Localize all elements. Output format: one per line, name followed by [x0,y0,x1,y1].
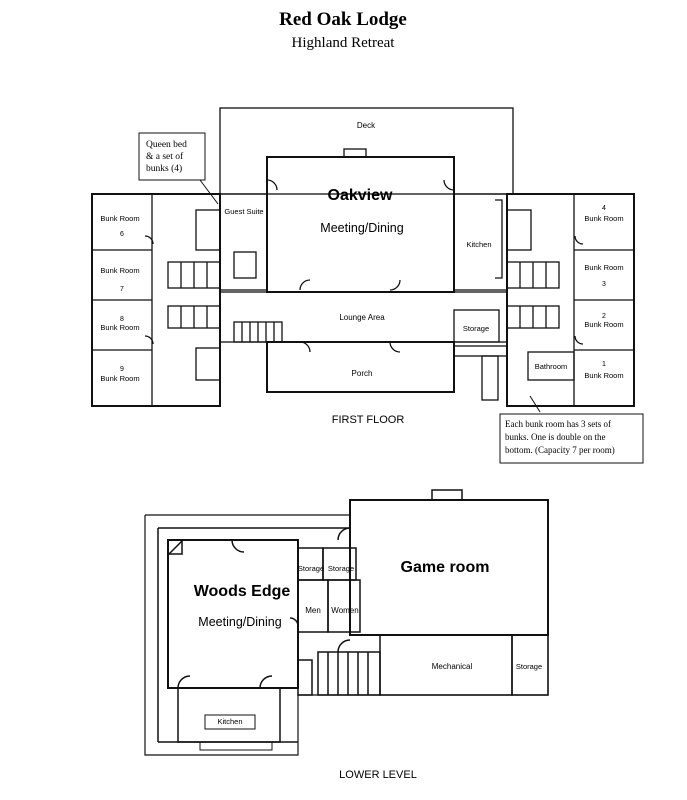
lower-storage-b-label: Storage [328,564,354,573]
game-room-label: Game room [401,559,490,576]
bunk-room-7-number: 7 [120,286,124,293]
bathroom-outline [527,351,575,381]
bunk-room-6-label: Bunk Room [100,214,139,223]
lower-storage-c-outline [511,634,549,696]
lower-kitchen-label: Kitchen [217,717,242,726]
bunk-room-6-number: 6 [120,231,124,238]
callout-line: bunks. One is double on the [505,432,606,442]
lower-fireplace [431,489,463,501]
page-subtitle: Highland Retreat [292,35,396,51]
porch-label: Porch [352,369,373,378]
lower-level-plan [144,489,549,756]
queen-bed-callout-box [138,132,206,181]
oakview-name: Oakview [328,187,393,204]
men-label: Men [305,606,321,615]
deck-label: Deck [357,121,376,130]
bunk-room-9-number: 9 [120,366,124,373]
women-restroom-outline [327,579,361,633]
callout-line: Queen bed [146,140,187,150]
bunk-room-4-label: Bunk Room [584,214,623,223]
fireplace [343,148,367,158]
callout-line: bunks (4) [146,163,182,174]
bathroom-label: Bathroom [535,362,568,371]
first-floor-plan [91,107,635,413]
bunk-room-7-label: Bunk Room [100,266,139,275]
lower-storage-c-label: Storage [516,662,542,671]
first-floor-storage-outline [453,309,500,343]
woods-edge-name: Woods Edge [194,583,291,600]
women-label: Women [331,606,358,615]
bunk-room-1-number: 1 [602,361,606,368]
deck-outline [219,107,514,195]
bunk-room-2-label: Bunk Room [584,320,623,329]
lower-level-label: LOWER LEVEL [339,769,417,781]
queen-bed-callout-text: Queen bed & a set of bunks (4) [146,140,187,174]
mechanical-label: Mechanical [432,662,473,671]
bunk-room-3-number: 3 [602,281,606,288]
guest-suite-label: Guest Suite [224,207,263,216]
lounge-label: Lounge Area [339,313,385,322]
woods-edge-hall-outline [167,539,299,689]
page-title: Red Oak Lodge [279,9,407,30]
first-floor-labels: Deck Oakview Meeting/Dining Guest Suite … [100,121,623,426]
oakview-use: Meeting/Dining [320,221,403,235]
woods-edge-use: Meeting/Dining [198,615,281,629]
first-floor-storage-label: Storage [463,324,489,333]
bunk-room-9-label: Bunk Room [100,374,139,383]
lower-level-labels: Woods Edge Meeting/Dining Game room Stor… [194,559,542,781]
bunk-room-3-label: Bunk Room [584,263,623,272]
bunk-room-8-label: Bunk Room [100,323,139,332]
bunk-capacity-callout-text: Each bunk room has 3 sets of bunks. One … [505,419,615,455]
callout-line: Each bunk room has 3 sets of [505,419,611,429]
lower-storage-a-label: Storage [298,564,324,573]
bunk-room-4-number: 4 [602,205,606,212]
callout-line: & a set of [146,151,184,162]
oakview-kitchen-outline [453,193,508,291]
porch-outline [266,341,455,393]
callout-line: bottom. (Capacity 7 per room) [505,445,615,455]
oakview-kitchen-label: Kitchen [466,240,491,249]
bunk-room-1-label: Bunk Room [584,371,623,380]
first-floor-label: FIRST FLOOR [332,414,405,426]
bunk-capacity-callout-box [499,413,644,464]
bunk-room-2-number: 2 [602,313,606,320]
guest-suite-outline [219,193,268,291]
bunk-room-8-number: 8 [120,316,124,323]
